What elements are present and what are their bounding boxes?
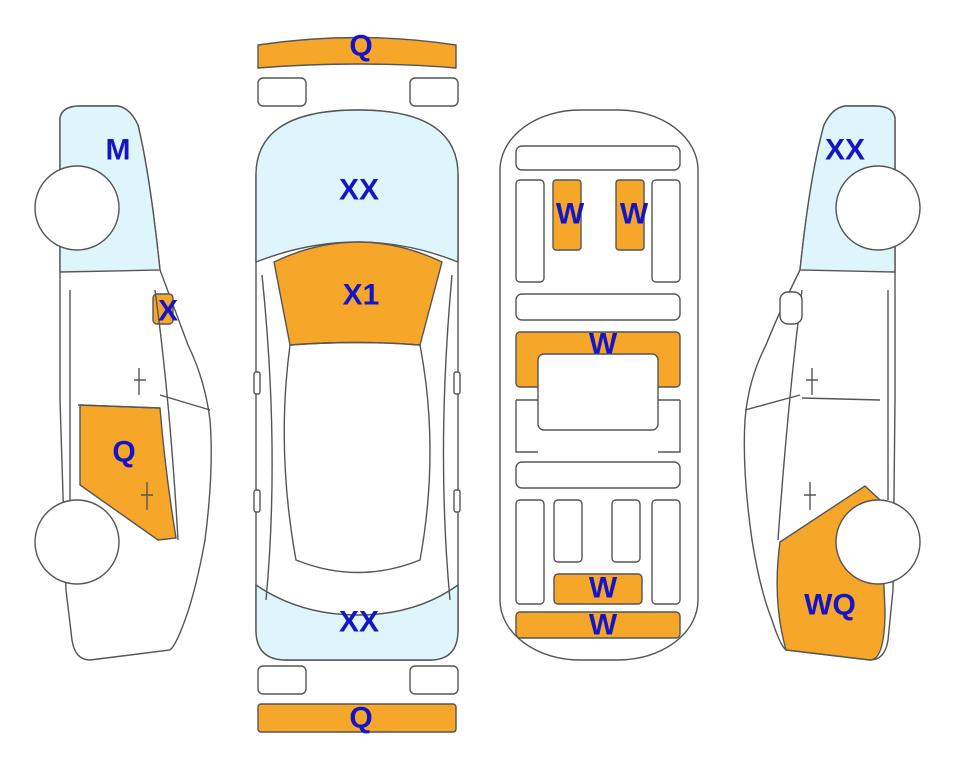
left-side-view <box>34 105 212 661</box>
right-front-wheel <box>835 499 921 585</box>
floor-seat-right-damage <box>615 179 645 251</box>
left-mirror <box>253 371 261 395</box>
label-hood: X1 <box>343 279 380 312</box>
left-mirror-rear <box>253 489 261 513</box>
floor-view <box>499 109 699 661</box>
cabin-outline <box>283 341 431 574</box>
label-rear-window: XX <box>339 606 379 639</box>
right-door-seam-2 <box>801 397 881 401</box>
left-front-door-damage <box>79 404 177 541</box>
label-floor-seat-right: W <box>620 198 649 231</box>
floor-rear-1-damage <box>553 573 643 605</box>
label-left-rear-glass: M <box>106 134 131 167</box>
left-rear-wheel <box>34 165 120 251</box>
label-floor-rear-1: W <box>589 572 618 605</box>
right-rear-wheel <box>835 165 921 251</box>
left-handle-1 <box>134 368 146 395</box>
label-left-front-door: Q <box>112 436 135 469</box>
right-mirror-rear <box>453 489 461 513</box>
right-mirror <box>453 371 461 395</box>
floor-mid-side-left <box>515 399 538 453</box>
left-door-seam <box>154 289 179 541</box>
rear-right-light <box>409 665 459 695</box>
floor-rear-2-damage <box>515 611 681 639</box>
floor-front-panel <box>515 145 681 171</box>
rear-left-light <box>257 665 307 695</box>
floor-rear-rail-right <box>651 499 681 605</box>
rear-window-glass <box>255 583 459 661</box>
label-right-glass: XX <box>825 134 865 167</box>
label-floor-rear-2: W <box>589 609 618 642</box>
label-floor-seat-left: W <box>556 198 585 231</box>
right-side-view <box>743 105 921 661</box>
right-handle-2 <box>804 482 816 510</box>
rear-bumper-damage <box>257 703 457 733</box>
floor-rear-cross <box>515 461 681 489</box>
left-door-seam-2 <box>77 404 161 409</box>
right-window-line <box>744 394 801 411</box>
floor-rear-slot-2 <box>611 499 641 563</box>
label-right-front-fender: WQ <box>804 589 856 622</box>
label-left-handle-area: X <box>158 295 178 328</box>
left-window-line <box>159 394 211 411</box>
label-front-bumper: Q <box>349 30 372 63</box>
left-handle-2 <box>141 482 153 510</box>
damage-labels: Q XX X1 XX Q M X Q W W W W W XX WQ <box>106 30 866 735</box>
label-windshield: XX <box>339 174 379 207</box>
front-bumper-damage <box>257 36 457 69</box>
right-handle-1 <box>806 368 818 395</box>
label-floor-middle: W <box>589 328 618 361</box>
label-rear-bumper: Q <box>349 702 372 735</box>
front-right-light <box>409 77 459 107</box>
floor-left-rail-front <box>515 179 545 283</box>
floor-seat-left-damage <box>552 179 582 251</box>
floor-right-rail-front <box>651 179 681 283</box>
right-pillar-line <box>442 274 453 601</box>
front-left-light <box>257 77 307 107</box>
left-front-wheel <box>34 499 120 585</box>
right-mirror-part <box>779 291 803 325</box>
top-view <box>253 36 461 733</box>
floor-rear-rail-left <box>515 499 545 605</box>
floor-cross-member <box>515 293 681 321</box>
floor-rear-slot-1 <box>553 499 583 563</box>
left-pillar-line <box>261 274 273 601</box>
floor-mid-side-right <box>658 399 681 453</box>
floor-tunnel <box>537 353 659 431</box>
